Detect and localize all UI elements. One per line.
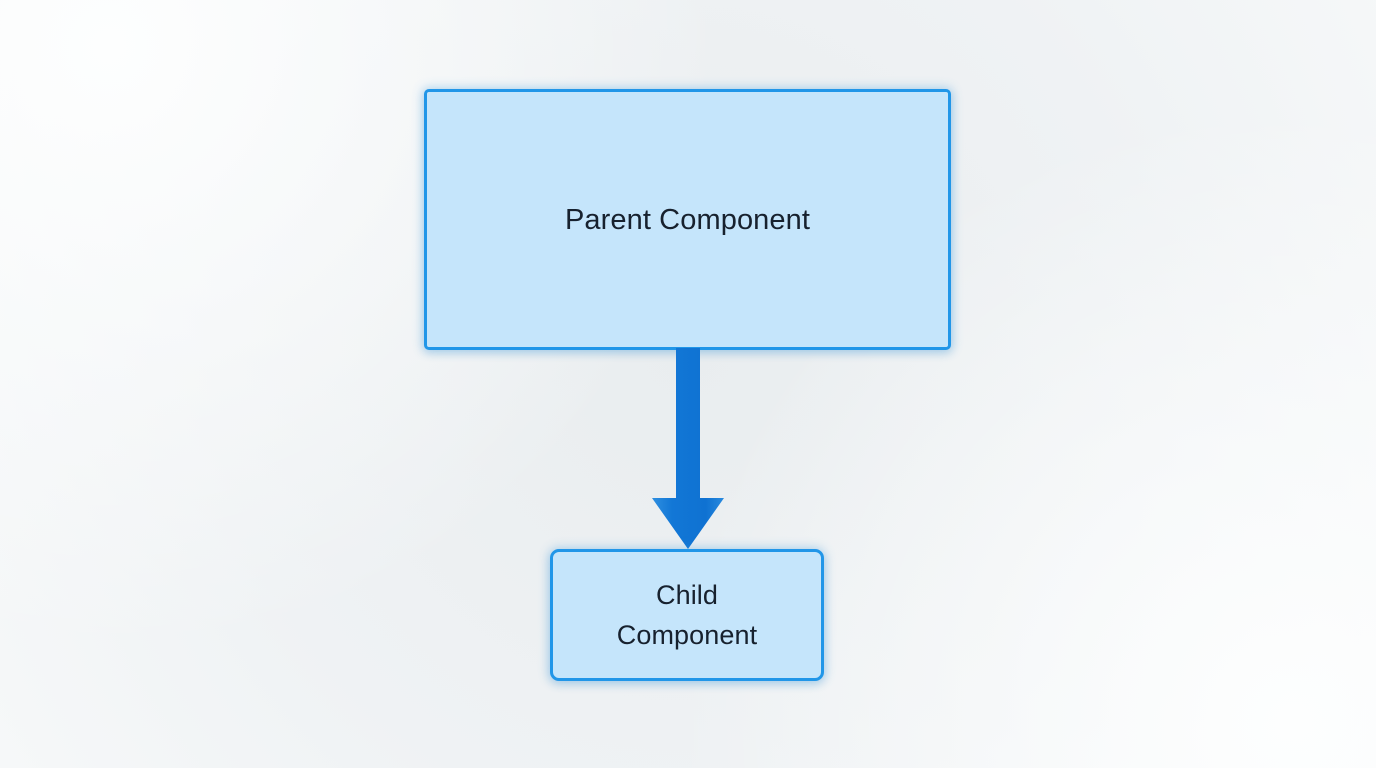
arrow-shape [652, 348, 724, 549]
node-child-component-label: Child Component [616, 580, 758, 650]
node-child-component[interactable]: Child Component [550, 549, 824, 681]
node-parent-component-label: Parent Component [564, 203, 811, 236]
edge-parent-to-child [652, 348, 724, 549]
node-parent-component[interactable]: Parent Component [424, 89, 951, 350]
